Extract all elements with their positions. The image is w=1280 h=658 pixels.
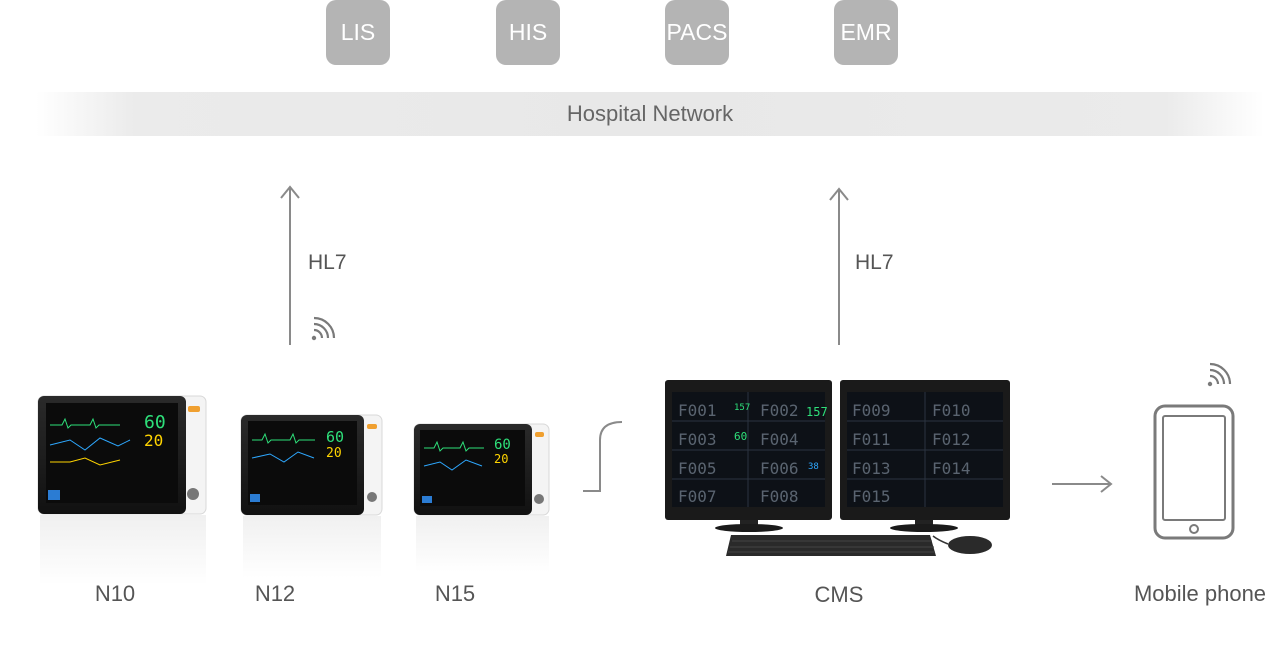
svg-text:F003: F003 (678, 430, 717, 449)
svg-text:F009: F009 (852, 401, 891, 420)
svg-text:F012: F012 (932, 430, 971, 449)
connector-line (583, 421, 623, 492)
device-label-n10: N10 (94, 581, 136, 606)
svg-text:20: 20 (494, 452, 508, 466)
svg-text:F004: F004 (760, 430, 799, 449)
svg-text:F014: F014 (932, 459, 971, 478)
device-label-n12: N12 (254, 581, 296, 606)
tablet-icon (1153, 404, 1235, 540)
svg-text:157: 157 (734, 403, 750, 413)
svg-text:F007: F007 (678, 487, 717, 506)
n15-monitor-image: 60 20 (413, 423, 550, 572)
svg-text:F001: F001 (678, 401, 717, 420)
svg-text:F015: F015 (852, 487, 891, 506)
svg-text:157: 157 (806, 405, 828, 419)
arrow-up-icon (280, 185, 300, 345)
n12-monitor-image: 60 20 (240, 414, 383, 578)
hospital-network-bar: Hospital Network (36, 92, 1264, 136)
svg-text:F011: F011 (852, 430, 891, 449)
device-label-n15: N15 (434, 581, 476, 606)
svg-text:20: 20 (144, 431, 163, 450)
svg-text:60: 60 (326, 428, 344, 446)
arrow-up-icon (829, 187, 849, 345)
svg-text:F002: F002 (760, 401, 799, 420)
svg-text:60: 60 (494, 437, 511, 453)
system-box-lis: LIS (326, 0, 390, 65)
system-box-emr: EMR (834, 0, 898, 65)
hospital-network-label: Hospital Network (566, 101, 734, 126)
device-label-cms: CMS (814, 582, 864, 607)
svg-text:F005: F005 (678, 459, 717, 478)
svg-text:38: 38 (808, 462, 819, 472)
system-box-pacs: PACS (665, 0, 729, 65)
hl7-label-left: HL7 (308, 251, 347, 274)
svg-text:F008: F008 (760, 487, 799, 506)
svg-text:F006: F006 (760, 459, 799, 478)
device-label-mobile: Mobile phone (1133, 581, 1267, 606)
wifi-icon (1207, 362, 1232, 387)
svg-text:60: 60 (144, 412, 166, 433)
hl7-label-right: HL7 (855, 251, 894, 274)
n10-monitor-image: 60 20 (37, 395, 207, 585)
cms-workstation-image: F001 F002 F003 F004 F005 F006 F007 F008 … (665, 380, 1010, 556)
svg-text:F010: F010 (932, 401, 971, 420)
svg-text:60: 60 (734, 430, 747, 443)
svg-text:20: 20 (326, 446, 342, 461)
wifi-icon (311, 316, 336, 341)
svg-text:F013: F013 (852, 459, 891, 478)
arrow-right-icon (1052, 475, 1113, 493)
system-box-his: HIS (496, 0, 560, 65)
